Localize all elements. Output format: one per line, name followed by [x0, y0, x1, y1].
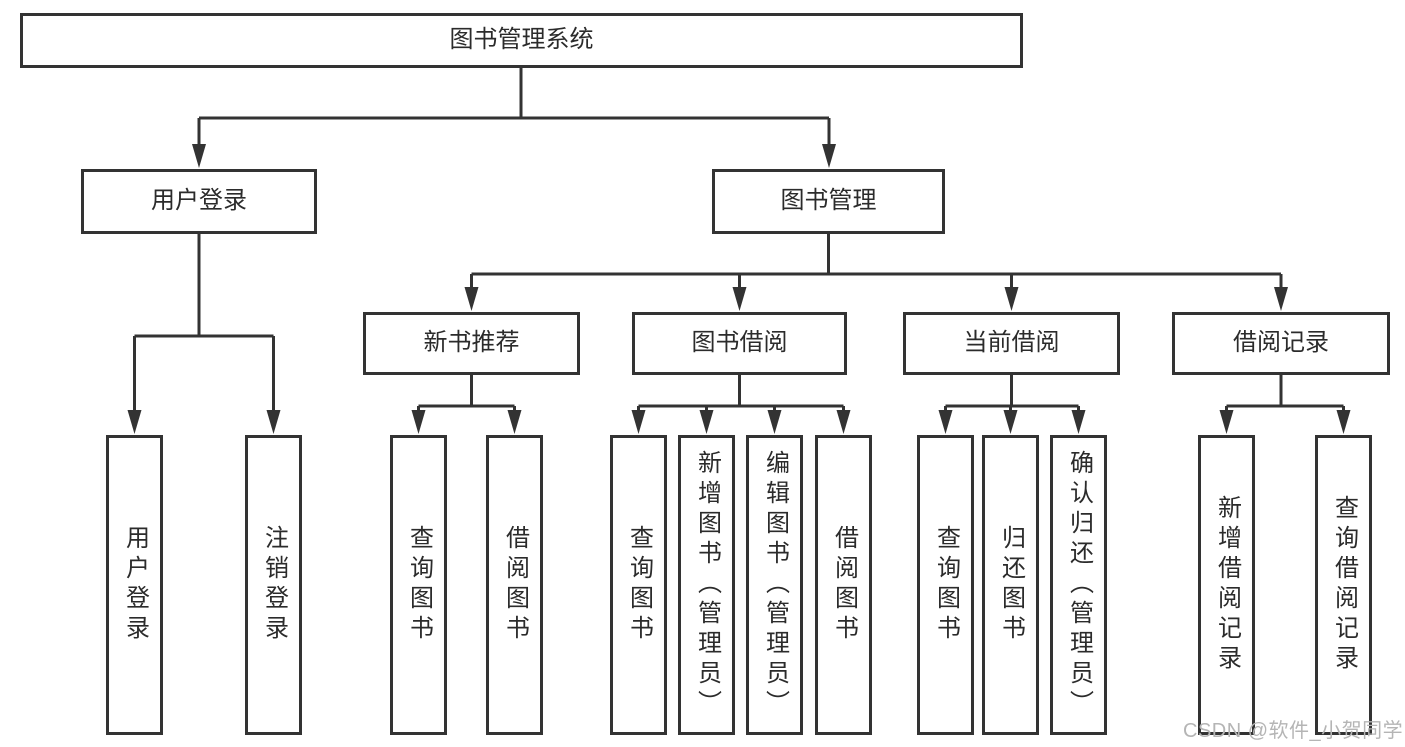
leaf-query-books: 查询图书 [390, 435, 447, 735]
node-book-borrowing: 图书借阅 [632, 312, 847, 375]
arrow-down-icon [1274, 287, 1288, 311]
node-book-management: 图书管理 [712, 169, 945, 234]
arrow-down-icon [1003, 410, 1018, 434]
connector-root-to-level2 [197, 67, 831, 146]
leaf-query-books: 查询图书 [610, 435, 667, 735]
node-user-login: 用户登录 [81, 169, 317, 234]
leaf-query-borrow-record: 查询借阅记录 [1315, 435, 1372, 735]
arrow-down-icon [767, 410, 782, 434]
arrow-down-icon [464, 287, 479, 311]
arrow-down-icon [1071, 410, 1086, 434]
leaf-add-books-admin: 新增图书（管理员） [678, 435, 735, 735]
node-borrowing-records: 借阅记录 [1172, 312, 1390, 375]
connector-new-books-to-leaves [417, 374, 516, 412]
arrow-down-icon [127, 410, 142, 434]
leaf-user-login: 用户登录 [106, 435, 163, 735]
connector-user-login-to-leaves [133, 234, 275, 412]
arrow-down-icon [507, 410, 522, 434]
arrow-down-icon [938, 410, 953, 434]
arrow-down-icon [1219, 410, 1234, 434]
leaf-query-books: 查询图书 [917, 435, 974, 735]
node-new-book-recommend: 新书推荐 [363, 312, 580, 375]
leaf-confirm-return-admin: 确认归还（管理员） [1050, 435, 1107, 735]
arrow-down-icon [732, 287, 747, 311]
arrow-down-icon [1336, 410, 1351, 434]
connector-borrow-records-to-leaves [1225, 374, 1345, 412]
connector-current-borrow-to-leaves [944, 374, 1080, 412]
connector-book-borrow-to-leaves [637, 374, 845, 412]
arrow-down-icon [411, 410, 426, 434]
leaf-borrow-books: 借阅图书 [486, 435, 543, 735]
node-current-borrowing: 当前借阅 [903, 312, 1120, 375]
arrow-down-icon [266, 410, 281, 434]
connector-book-mgmt-to-level3 [470, 234, 1283, 289]
leaf-logout: 注销登录 [245, 435, 302, 735]
arrow-down-icon [836, 410, 851, 434]
leaf-borrow-books: 借阅图书 [815, 435, 872, 735]
arrow-down-icon [1004, 287, 1019, 311]
leaf-add-borrow-record: 新增借阅记录 [1198, 435, 1255, 735]
leaf-edit-books-admin: 编辑图书（管理员） [746, 435, 803, 735]
arrow-down-icon [192, 144, 206, 168]
arrow-down-icon [822, 144, 836, 168]
arrow-down-icon [631, 410, 646, 434]
node-root-system: 图书管理系统 [20, 13, 1023, 68]
leaf-return-books: 归还图书 [982, 435, 1039, 735]
arrow-down-icon [699, 410, 714, 434]
watermark: CSDN @软件_小贺同学 [1183, 720, 1404, 742]
